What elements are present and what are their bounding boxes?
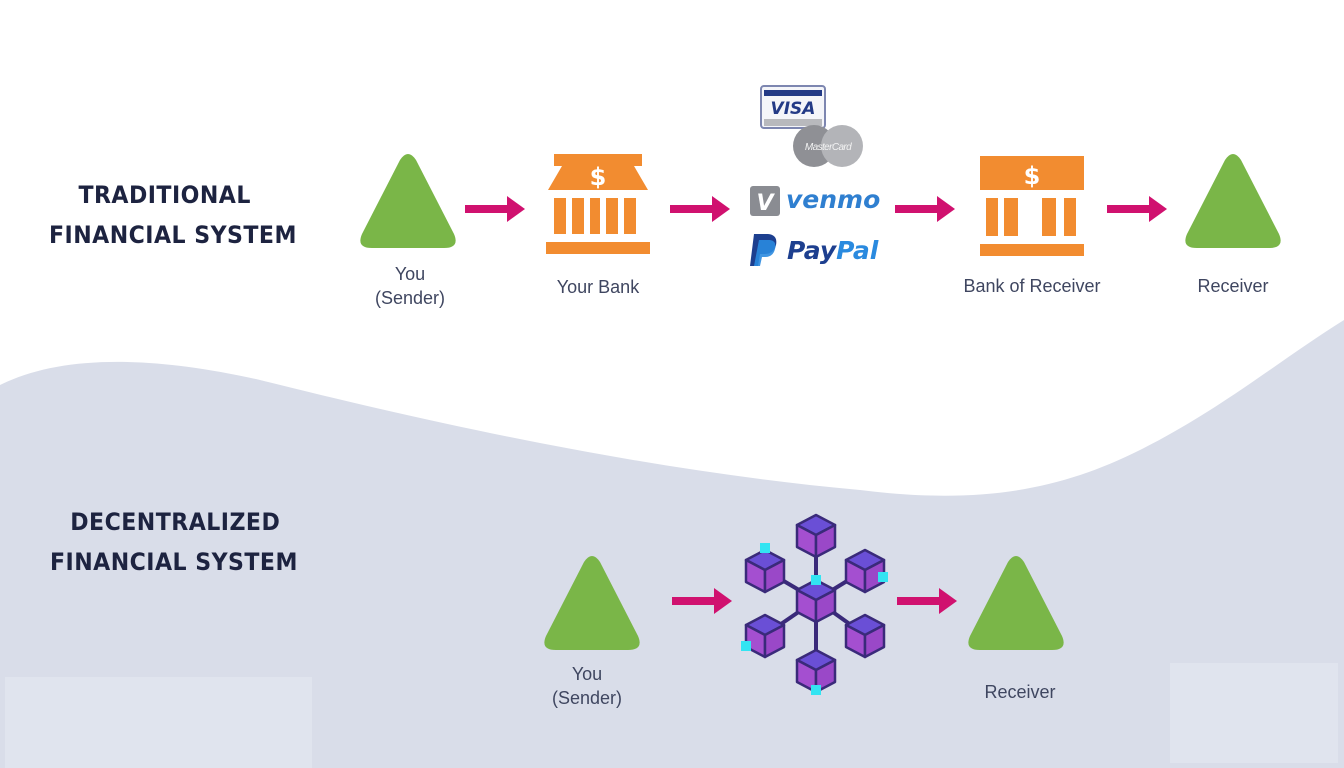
sender-label-line-1: You [394,264,426,284]
block-cube [844,548,886,594]
sender-person-triangle-icon [544,556,640,650]
title-line-2: FINANCIAL SYSTEM [49,221,297,249]
dollar-sign-icon: $ [590,163,607,191]
sender-label-line-1: You [571,664,603,684]
title-line-2: FINANCIAL SYSTEM [50,548,298,576]
visa-text: VISA [771,99,816,119]
block-cube [744,548,786,594]
node-highlight-dot [811,685,821,695]
mastercard-text: MasterCard [805,142,852,153]
your-bank-label: Your Bank [556,277,640,297]
node-highlight-dot [878,572,888,582]
receiver-bank-icon: $ [980,156,1084,256]
decorative-panel-left [5,677,312,768]
receiver-bank-label: Bank of Receiver [963,276,1101,296]
blockchain-network-icon [741,513,888,695]
arrow-right-icon [465,196,525,222]
sender-label: You (Sender) [360,262,460,310]
section-divider-wave [0,320,1344,768]
receiver-label: Receiver [1197,276,1269,296]
block-cube [744,613,786,659]
receiver-person-triangle-icon [1185,154,1281,248]
block-cube [795,513,837,559]
arrow-right-icon [895,196,955,222]
visa-card-icon: VISA [760,85,826,129]
paypal-text-pal: Pal [836,236,879,265]
dollar-sign-icon: $ [1024,162,1041,190]
sender-label: You (Sender) [537,662,637,710]
node-highlight-dot [760,543,770,553]
paypal-logo-icon [750,234,777,266]
receiver-person-triangle-icon [968,556,1064,650]
venmo-logo-icon: V [750,186,780,216]
sender-label-line-2: (Sender) [551,688,623,708]
node-highlight-dot [741,641,751,651]
mastercard-icon: MasterCard [793,125,863,167]
node-highlight-dot [811,575,821,585]
arrow-right-icon [670,196,730,222]
title-line-1: TRADITIONAL [78,181,251,209]
block-cube [844,613,886,659]
title-line-1: DECENTRALIZED [70,508,281,536]
paypal-text-pay: Pay [787,236,837,265]
block-cube [795,648,837,694]
paypal-text: PayPal [787,236,878,265]
block-cube [795,578,837,624]
venmo-text: venmo [786,185,881,214]
arrow-right-icon [1107,196,1167,222]
arrow-right-icon [672,588,732,614]
decentralized-title: DECENTRALIZED FINANCIAL SYSTEM [50,502,308,582]
your-bank-icon: $ [546,154,650,254]
sender-label-line-2: (Sender) [374,288,446,308]
arrow-right-icon [897,588,957,614]
decorative-panel-right [1170,663,1338,763]
sender-person-triangle-icon [360,154,456,248]
receiver-label: Receiver [984,682,1056,702]
traditional-title: TRADITIONAL FINANCIAL SYSTEM [49,175,305,255]
venmo-mark: V [756,191,775,216]
